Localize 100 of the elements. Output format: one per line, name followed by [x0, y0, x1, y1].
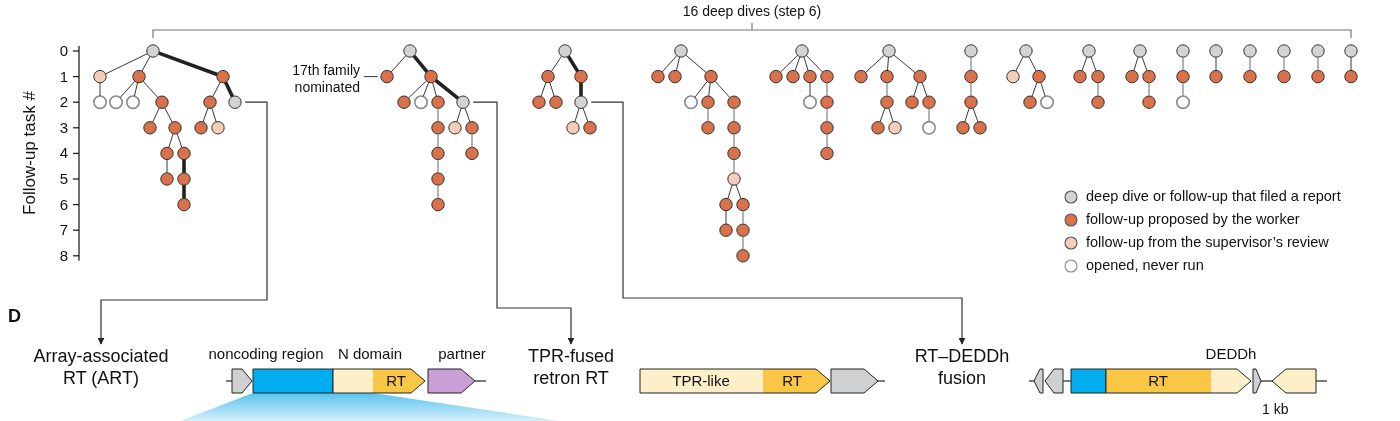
tree-branch [168, 133, 174, 148]
task-dot [1023, 95, 1037, 109]
task-dot [558, 44, 572, 58]
region-label: N domain [337, 345, 403, 362]
tree-branch [141, 56, 151, 72]
tree-branch [119, 80, 136, 99]
tick-label: 2 [58, 93, 68, 111]
task-dot [820, 69, 834, 84]
tick-label: 7 [58, 221, 68, 239]
task-dot [93, 69, 107, 84]
tree-branch [158, 51, 218, 77]
task-dot [854, 69, 868, 84]
task-dot [701, 95, 715, 109]
tree-branch [390, 55, 407, 73]
tree-branch [675, 56, 681, 71]
tree-branch [661, 55, 678, 73]
task-dot [1142, 95, 1156, 109]
task-dot [1125, 69, 1139, 84]
tree-branch [727, 184, 733, 200]
tree-branch [826, 107, 828, 123]
tree-branch [464, 107, 471, 123]
bracket-label: 16 deep dives (step 6) [681, 3, 823, 19]
tree-branch [1283, 56, 1285, 72]
task-dot [465, 121, 479, 135]
tree-branch [549, 82, 555, 97]
task-dot [228, 95, 242, 109]
task-dot [727, 146, 741, 161]
task-dot [211, 121, 225, 135]
tree-branch [434, 79, 460, 100]
task-dot [674, 44, 688, 58]
tree-branch [152, 107, 160, 123]
task-dot [1209, 69, 1223, 84]
task-dot [431, 121, 445, 135]
tree-branch [805, 55, 824, 73]
tree-branch [1031, 82, 1038, 97]
scale-label: 1 kb [1262, 401, 1289, 417]
task-dot [913, 69, 927, 84]
tree-branch [735, 184, 742, 200]
connector-arrow [590, 101, 966, 345]
task-dot [888, 121, 902, 135]
task-dot [146, 44, 160, 58]
task-dot [1073, 69, 1087, 84]
task-dot [727, 121, 741, 135]
tree-branch [1090, 56, 1097, 72]
task-dot [727, 172, 741, 186]
task-dot [1243, 69, 1257, 84]
tree-branch [779, 54, 799, 73]
task-dot [168, 121, 182, 135]
tree-branch [211, 107, 217, 123]
tree-branch [826, 133, 828, 148]
domain-label: TPR-like [672, 372, 730, 389]
legend-label: follow-up from the supervisor’s review [1086, 234, 1329, 250]
task-dot [465, 146, 479, 161]
task-dot [803, 95, 817, 110]
tree-branch [964, 107, 970, 123]
region-label: partner [438, 345, 486, 362]
tree-branch [1133, 56, 1139, 72]
tree-branch [412, 54, 429, 73]
task-dot [1133, 44, 1147, 58]
tree-branch [879, 107, 886, 123]
task-dot [549, 95, 563, 109]
task-dot [431, 146, 445, 161]
task-dot [126, 95, 140, 110]
tree-branch [928, 107, 930, 123]
tree-branch [972, 107, 979, 123]
task-dot [216, 69, 230, 84]
tree-branch [99, 82, 101, 97]
tree-branch [694, 81, 708, 98]
task-dot [668, 69, 682, 84]
task-dot [736, 249, 750, 263]
tree-branch [725, 210, 727, 225]
tree-branch [887, 56, 889, 71]
task-dot [177, 172, 191, 186]
tree-branch [733, 133, 735, 148]
tree-branch [1317, 56, 1319, 72]
task-dot [532, 95, 546, 109]
tree-branch [1350, 56, 1352, 71]
tree-branch [176, 133, 183, 148]
task-dot [704, 69, 718, 84]
task-dot [380, 69, 394, 84]
task-dot [736, 197, 750, 212]
tree-branch [437, 107, 439, 123]
tree-branch [733, 158, 735, 174]
tree-branch [1081, 56, 1088, 72]
task-dot [160, 172, 174, 186]
task-dot [177, 146, 191, 161]
task-dot [964, 44, 978, 58]
tree-branch [550, 55, 563, 72]
task-dot [1176, 69, 1190, 84]
tree-branch [1182, 82, 1184, 97]
task-dot [1311, 44, 1325, 58]
task-dot [736, 223, 750, 237]
task-dot [1082, 44, 1096, 58]
tree-branch [685, 54, 707, 74]
tree-branch [1215, 56, 1217, 71]
tick-label: 5 [58, 170, 68, 187]
legend-label: follow-up proposed by the worker [1086, 211, 1300, 227]
tree-branch [133, 82, 139, 97]
tree-branch [1097, 82, 1099, 97]
tree-branch [432, 82, 437, 97]
